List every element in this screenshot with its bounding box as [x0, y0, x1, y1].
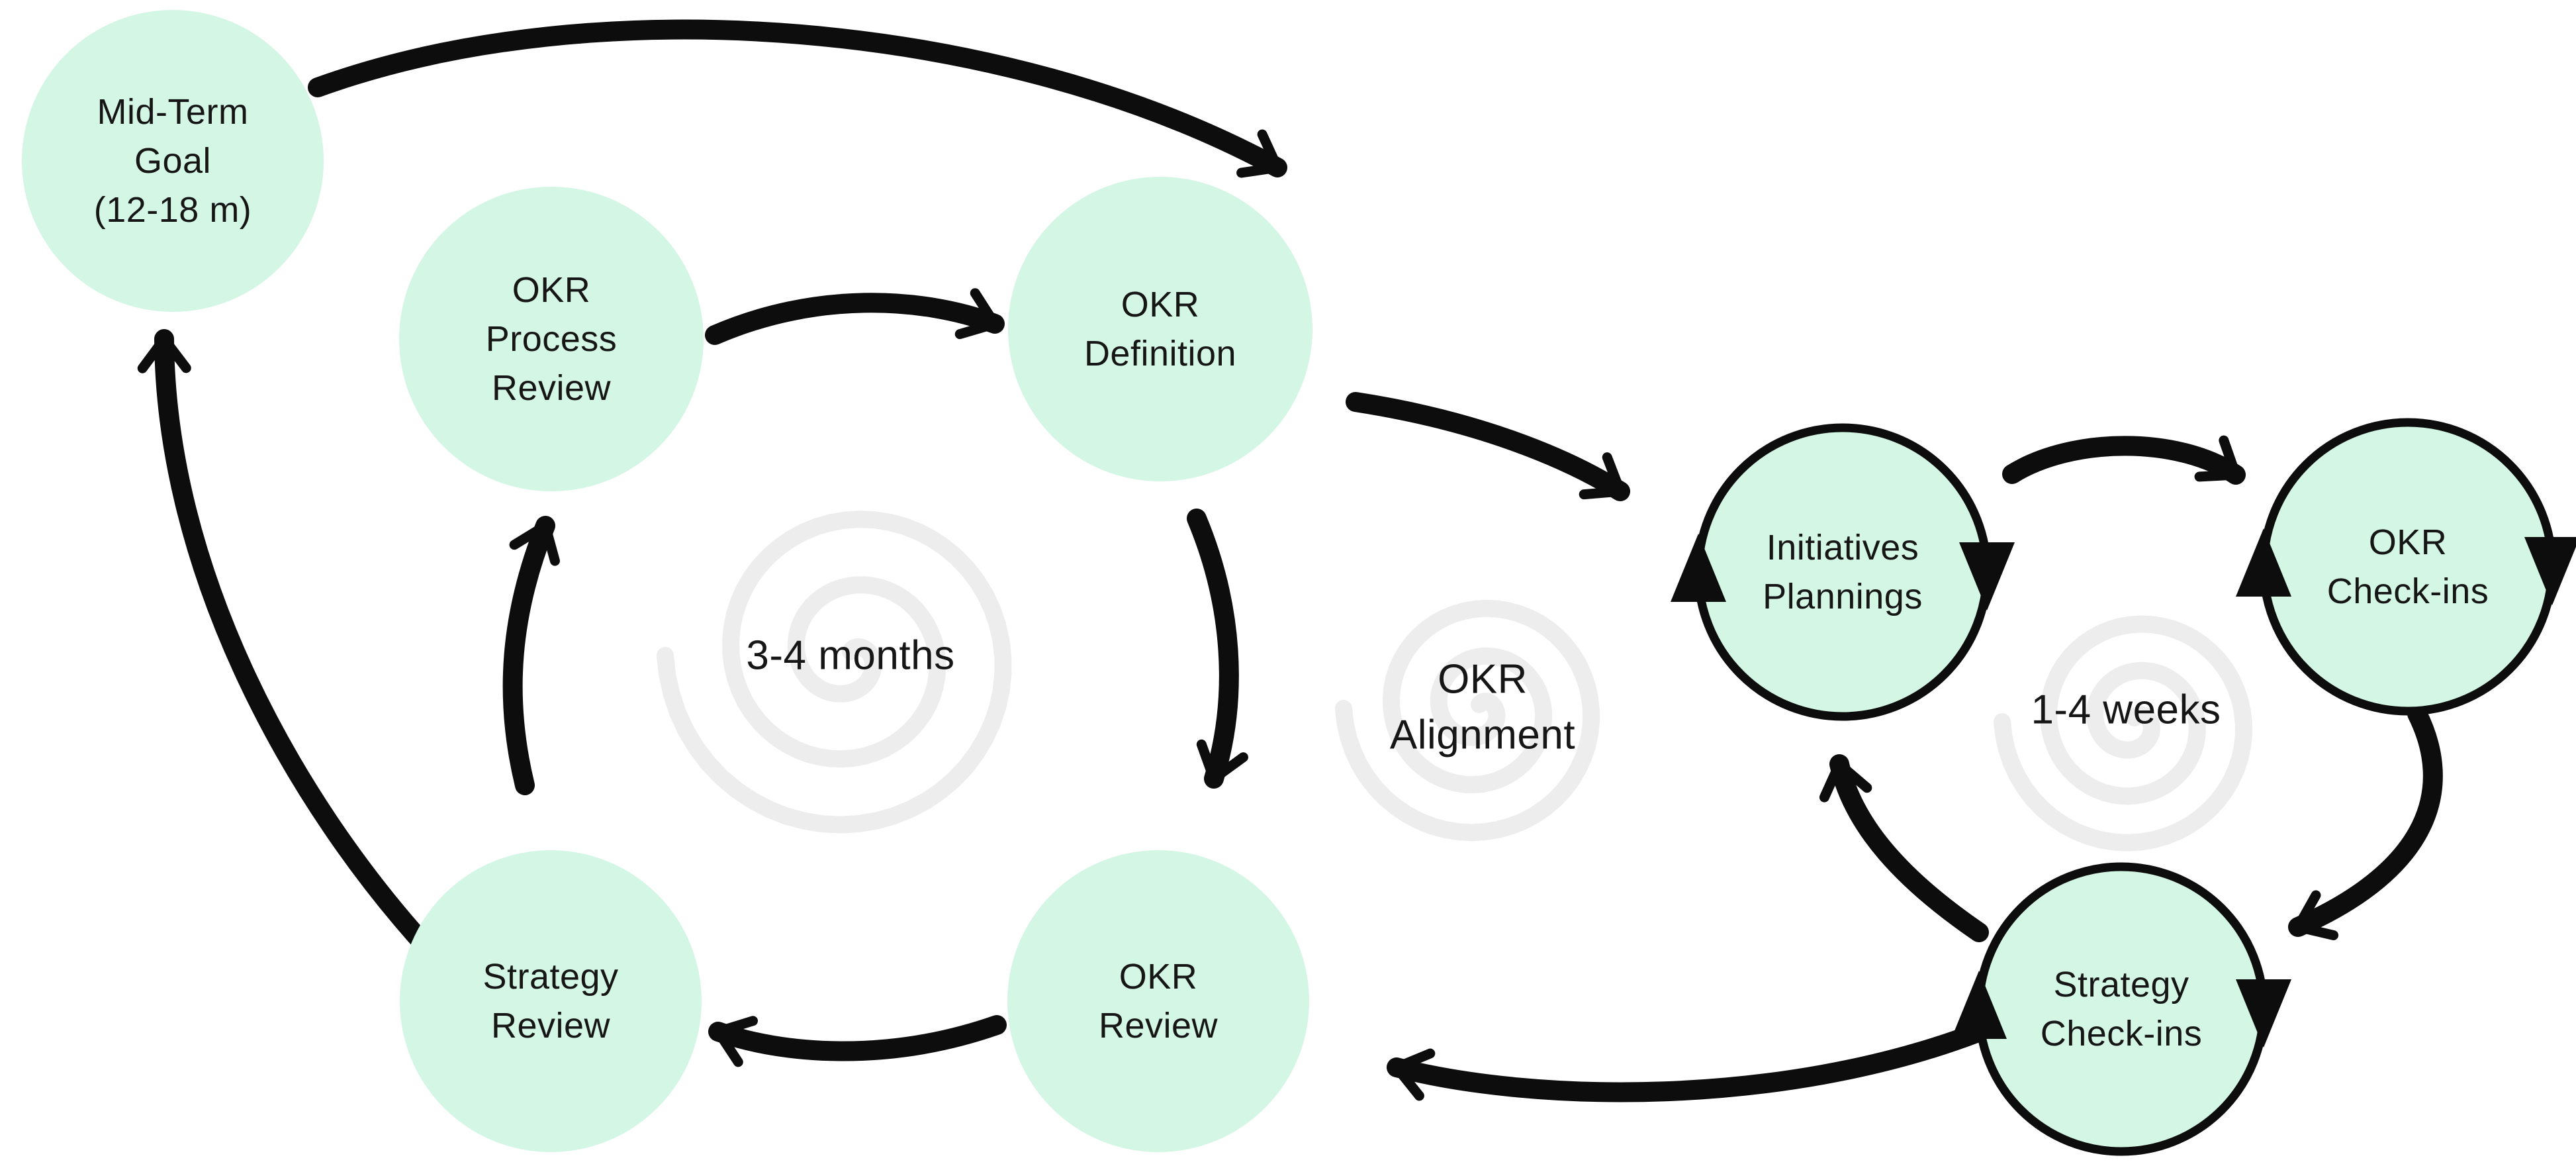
okr-definition-label: OKR [1121, 285, 1200, 324]
mid-term-goal-node [22, 10, 324, 312]
strategy-review-label: Strategy [483, 957, 618, 997]
okr-alignment-label: OKR [1438, 657, 1528, 703]
okr-check-ins-node [2259, 418, 2557, 716]
arrow-strategy-check-ins-to-okr-review [1387, 1023, 1986, 1102]
okr-check-ins-label: OKR [2369, 522, 2448, 562]
strategy-check-ins-node [1974, 862, 2268, 1156]
okr-review-label: OKR [1119, 957, 1198, 997]
arrow-check-ins-to-strategy-check-ins [2288, 704, 2443, 940]
strategy-check-ins-loop-up-arrowhead-icon [1951, 971, 2007, 1039]
okr-review-node [1007, 850, 1309, 1152]
okr-process-review-label: Process [486, 319, 618, 359]
initiatives-plannings-node [1694, 423, 1992, 721]
arrow-strategy-review-to-midterm [137, 329, 443, 965]
arrow-initiatives-to-check-ins [2002, 435, 2246, 485]
mid-term-goal-label: (12-18 m) [94, 190, 252, 230]
okr-alignment-spiral-icon [1335, 599, 1600, 842]
weekly-cycle-label: 1-4 weeks [2031, 687, 2221, 733]
arrow-definition-to-okr-review [1187, 509, 1248, 789]
arrow-okr-review-to-strategy-review [708, 1015, 1007, 1067]
okr-alignment-label: Alignment [1390, 712, 1575, 758]
strategy-check-ins-label: Strategy [2053, 965, 2189, 1004]
okr-check-ins-loop-down-arrowhead-icon [2524, 537, 2576, 605]
mid-term-goal-label: Mid-Term [97, 92, 249, 132]
initiatives-plannings-label: Initiatives [1767, 528, 1919, 567]
okr-process-review-node [399, 187, 704, 491]
strategy-check-ins-label: Check-ins [2041, 1014, 2203, 1053]
okr-process-review-label: Review [492, 368, 612, 408]
arrow-strategy-check-ins-to-initiatives [1819, 754, 1989, 942]
quarterly-cycle-spiral-icon [657, 511, 1012, 834]
okr-check-ins-label: Check-ins [2327, 571, 2489, 611]
okr-definition-label: Definition [1084, 334, 1236, 373]
arrow-process-review-to-definition [705, 288, 1005, 345]
mid-term-goal-label: Goal [134, 141, 211, 181]
quarterly-cycle-label: 3-4 months [746, 633, 954, 679]
weekly-cycle-spiral-icon [1994, 615, 2252, 852]
initiatives-plannings-loop-down-arrowhead-icon [1959, 542, 2015, 610]
strategy-review-label: Review [491, 1006, 611, 1046]
initiatives-plannings-label: Plannings [1763, 577, 1923, 616]
okr-process-review-label: OKR [512, 270, 591, 310]
arrow-midterm-to-definition [308, 19, 1287, 178]
arrow-strategy-review-to-process-review [502, 516, 560, 795]
strategy-review-node [400, 850, 702, 1152]
strategy-check-ins-loop-down-arrowhead-icon [2236, 979, 2291, 1048]
okr-definition-node [1008, 177, 1312, 481]
initiatives-plannings-loop-up-arrowhead-icon [1671, 534, 1726, 602]
arrow-definition-to-initiatives [1346, 392, 1630, 501]
okr-review-label: Review [1099, 1006, 1219, 1046]
okr-check-ins-loop-up-arrowhead-icon [2236, 528, 2291, 597]
